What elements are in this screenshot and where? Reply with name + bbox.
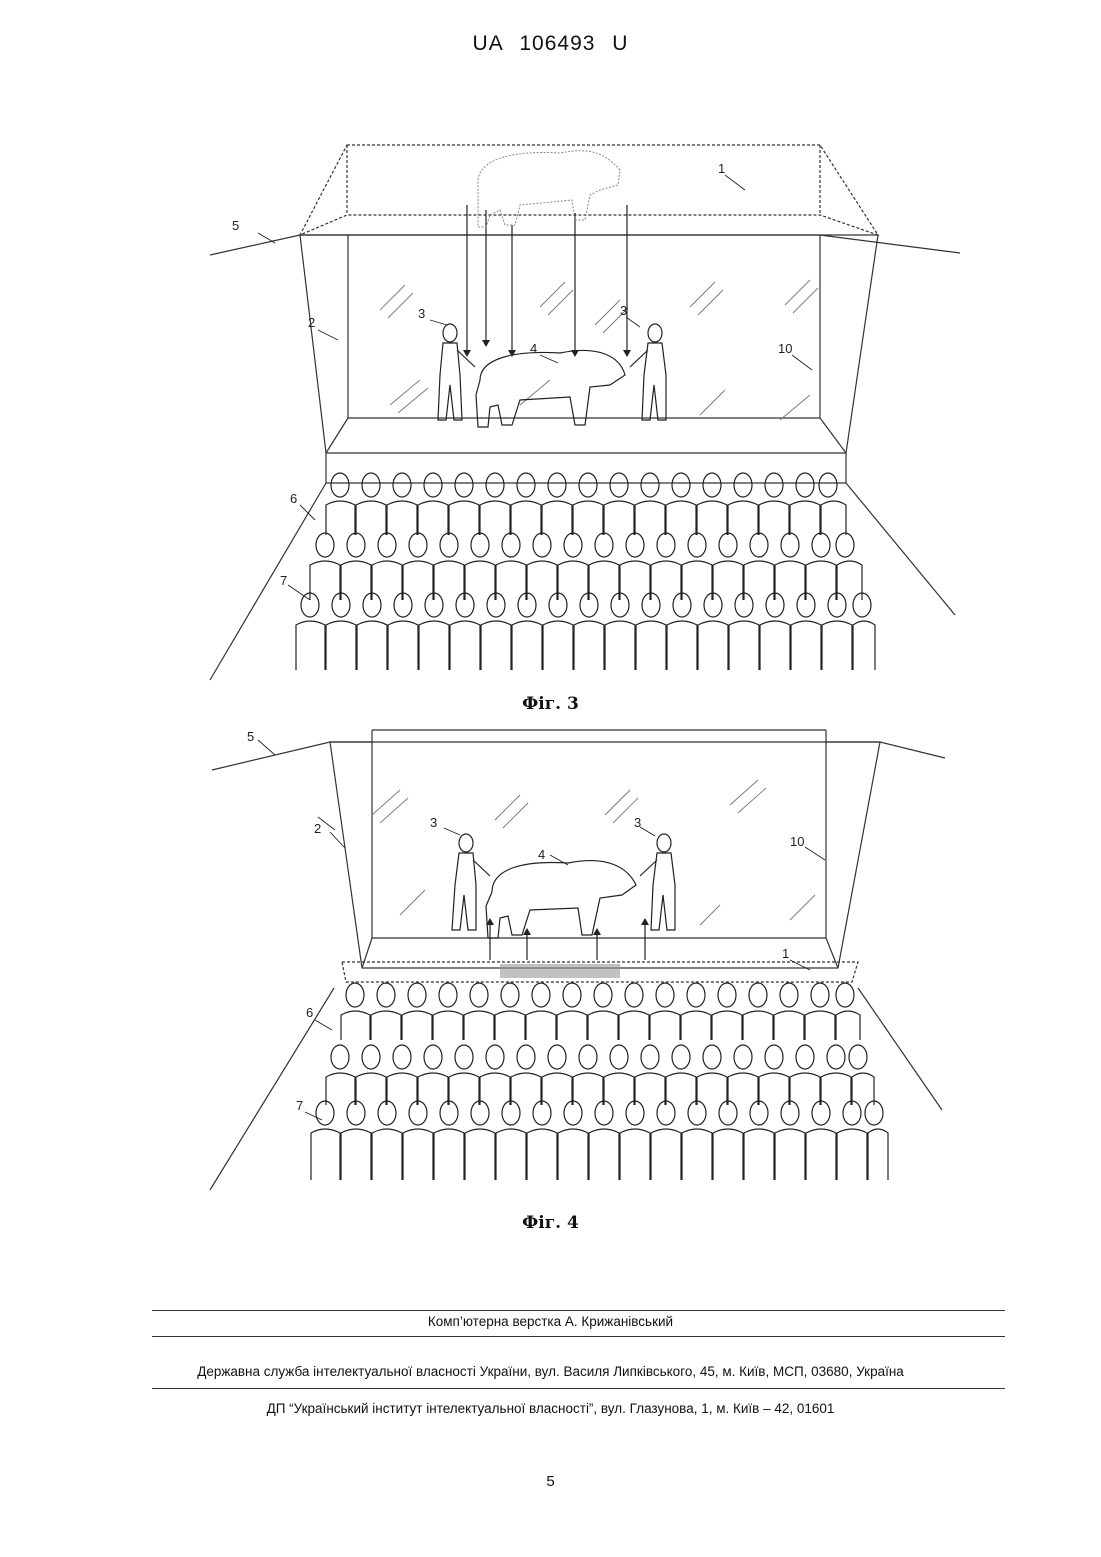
fig4-label-6: 6 — [306, 1005, 313, 1020]
actor-right — [630, 324, 666, 420]
stage-box — [330, 742, 880, 968]
footer-rule-2 — [152, 1336, 1005, 1337]
figure-3-caption: Фіг. 3 — [0, 694, 1101, 714]
figure-3-drawing: 1 2 3 3 4 5 6 7 10 — [0, 135, 1101, 685]
figure-4-caption: Фіг. 4 — [0, 1213, 1101, 1233]
ceiling-line — [210, 235, 960, 255]
footer-rule-3 — [152, 1388, 1005, 1389]
fig3-label-2: 2 — [308, 315, 315, 330]
fig3-label-5: 5 — [232, 218, 239, 233]
audience — [296, 473, 875, 670]
figure-4-drawing: 1 2 3 3 4 5 6 7 10 — [0, 720, 1101, 1200]
fig3-label-7: 7 — [280, 573, 287, 588]
fig3-label-1: 1 — [718, 161, 725, 176]
document-number: UA 106493 U — [0, 32, 1101, 56]
fig4-label-10: 10 — [790, 834, 804, 849]
actor-right — [640, 834, 675, 930]
actor-left — [452, 834, 490, 930]
stage-rhino — [476, 350, 625, 427]
layout-credit: Комп’ютерна верстка А. Крижанівський — [0, 1314, 1101, 1329]
fig4-label-7: 7 — [296, 1098, 303, 1113]
footer-rule-1 — [152, 1310, 1005, 1311]
fig4-label-3-left: 3 — [430, 815, 437, 830]
fig4-label-5: 5 — [247, 729, 254, 744]
hall-walls — [210, 483, 955, 680]
fig3-label-6: 6 — [290, 491, 297, 506]
fig3-label-4: 4 — [530, 341, 537, 356]
fig4-label-2: 2 — [314, 821, 321, 836]
fig3-label-10: 10 — [778, 341, 792, 356]
page-number: 5 — [0, 1473, 1101, 1490]
institute-address: ДП “Український інститут інтелектуальної… — [0, 1401, 1101, 1416]
fig4-label-1: 1 — [782, 946, 789, 961]
hall-walls — [210, 988, 942, 1190]
audience — [311, 983, 888, 1180]
actor-left — [438, 324, 475, 420]
stage-rhino — [486, 861, 636, 938]
hologram-box — [300, 145, 878, 235]
ceiling-line — [212, 742, 945, 770]
fig4-label-3-right: 3 — [634, 815, 641, 830]
fig3-label-3-right: 3 — [620, 303, 627, 318]
fig4-label-4: 4 — [538, 847, 545, 862]
publisher-address: Державна служба інтелектуальної власност… — [0, 1364, 1101, 1379]
fig3-label-3-left: 3 — [418, 306, 425, 321]
